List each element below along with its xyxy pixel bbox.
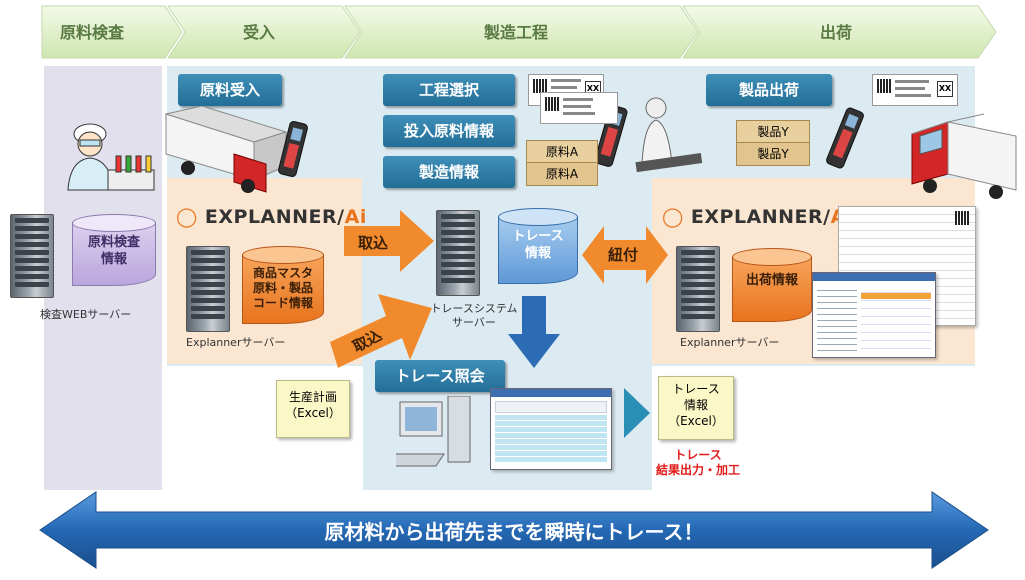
- plan-note-line-2: （Excel）: [285, 406, 341, 420]
- label-line: [563, 98, 593, 101]
- process-select-button[interactable]: 工程選択: [383, 74, 515, 106]
- window-highlight-row: [861, 293, 931, 299]
- trace-db-icon: トレース情報: [498, 208, 578, 284]
- manufacturing-info-button[interactable]: 製造情報: [383, 156, 515, 188]
- trace-note-line-3: （Excel）: [668, 414, 724, 428]
- trace-note-line-2: 情報: [683, 398, 708, 412]
- phase-label-shipping: 出荷: [820, 23, 853, 42]
- import-arrow-2: [330, 294, 432, 368]
- link-arrow: [582, 226, 668, 284]
- label-line: [895, 87, 925, 90]
- import-arrow-1: [344, 210, 434, 272]
- phase-chevron-3: [344, 5, 699, 59]
- phase-label-manufacturing: 製造工程: [484, 23, 549, 42]
- handheld-scanner-icon-3: [826, 107, 864, 169]
- phase-label-inspection: 原料検査: [60, 23, 125, 42]
- trace-server-caption: トレースシステム サーバー: [420, 302, 528, 330]
- explanner-logo-left: ◯ EXPLANNER/Ai: [176, 206, 367, 228]
- qr-code-icon: [545, 97, 559, 111]
- label-line: [895, 94, 931, 97]
- product-box-2: 製品Y: [736, 142, 810, 166]
- bottom-banner-arrow: [39, 491, 989, 569]
- qr-code-icon: [955, 211, 969, 225]
- desktop-pc-icon: [396, 396, 471, 467]
- inspection-db-icon: 原料検査情報: [72, 214, 156, 286]
- output-line-1: トレース: [674, 448, 722, 462]
- phase-label-receipt: 受入: [243, 23, 276, 42]
- inspector-illustration: [67, 123, 155, 191]
- explanner-server-icon-left: [186, 246, 230, 332]
- inspection-server-icon: [10, 214, 54, 298]
- trace-info-note: トレース 情報 （Excel）: [658, 376, 734, 440]
- trace-query-screen: [490, 388, 612, 470]
- trace-db-line-1: トレース: [512, 229, 564, 244]
- material-box-1: 原料A: [526, 140, 598, 164]
- label-line: [551, 79, 581, 82]
- output-arrow: [624, 388, 650, 438]
- product-box-1: 製品Y: [736, 120, 810, 144]
- master-db-line-1: 商品マスタ: [252, 266, 313, 280]
- inspection-db-label-2: 情報: [100, 252, 127, 267]
- software-window: [812, 272, 936, 358]
- handheld-scanner-icon-1: [278, 120, 308, 178]
- label-line: [895, 80, 929, 83]
- barcode-label-3: XX: [872, 74, 958, 106]
- factory-worker-illustration: [635, 97, 703, 173]
- import-label-1: 取込: [358, 234, 389, 252]
- screen-titlebar: [491, 389, 611, 397]
- trace-note-line-1: トレース: [672, 382, 720, 396]
- trace-db-line-2: 情報: [524, 246, 551, 261]
- material-receipt-button[interactable]: 原料受入: [178, 74, 282, 106]
- phase-chevron-2: [167, 5, 361, 59]
- window-titlebar: [813, 273, 935, 281]
- shipping-db-label: 出荷情報: [745, 273, 798, 288]
- trace-caption-1: トレースシステム: [430, 302, 518, 315]
- explanner-logo-text: EXPLANNER/: [690, 206, 831, 228]
- barcode-label-2: [540, 92, 618, 124]
- explanner-server-icon-right: [676, 246, 720, 332]
- label-line: [563, 105, 591, 108]
- explanner-server-caption-left: Explannerサーバー: [186, 336, 286, 349]
- material-box-2: 原料A: [526, 162, 598, 186]
- inspection-server-caption: 検査WEBサーバー: [40, 308, 132, 321]
- input-material-button[interactable]: 投入原料情報: [383, 115, 515, 147]
- window-tree: [817, 285, 857, 353]
- trace-output-text: トレース 結果出力・加工: [640, 448, 756, 478]
- master-db-line-2: 原料・製品: [252, 281, 313, 295]
- xx-box: XX: [937, 81, 953, 97]
- explanner-logo-ai: Ai: [344, 206, 367, 228]
- qr-code-icon: [877, 79, 891, 93]
- explanner-logo-text: EXPLANNER/: [204, 206, 345, 228]
- master-db-icon: 商品マスタ原料・製品コード情報: [242, 246, 324, 324]
- output-line-2: 結果出力・加工: [655, 463, 740, 477]
- inspection-db-label-1: 原料検査: [87, 235, 140, 250]
- truck-icon-right: [911, 113, 1017, 199]
- screen-toolbar: [495, 401, 607, 413]
- qr-code-icon: [533, 79, 547, 93]
- shipping-db-icon: 出荷情報: [732, 248, 812, 322]
- trace-query-button[interactable]: トレース照会: [375, 360, 505, 392]
- explanner-logo-right: ◯ EXPLANNER/Ai: [662, 206, 853, 228]
- screen-grid: [495, 415, 607, 463]
- phase-chevron-4: [682, 5, 997, 59]
- down-arrow: [508, 296, 560, 368]
- truck-icon-left: [164, 106, 288, 193]
- master-db-line-3: コード情報: [252, 296, 313, 310]
- label-line: [563, 112, 595, 115]
- explanner-server-caption-right: Explannerサーバー: [680, 336, 780, 349]
- label-line: [551, 86, 577, 89]
- trace-caption-2: サーバー: [452, 316, 496, 329]
- plan-note-line-1: 生産計画: [288, 390, 337, 404]
- phase-header: [41, 5, 997, 59]
- phase-chevron-1: [41, 5, 183, 59]
- banner-text: 原材料から出荷先までを瞬時にトレース！: [324, 520, 704, 544]
- link-label: 紐付: [608, 246, 639, 264]
- product-shipping-button[interactable]: 製品出荷: [706, 74, 832, 106]
- trace-server-icon: [436, 210, 480, 296]
- production-plan-note: 生産計画 （Excel）: [276, 380, 350, 438]
